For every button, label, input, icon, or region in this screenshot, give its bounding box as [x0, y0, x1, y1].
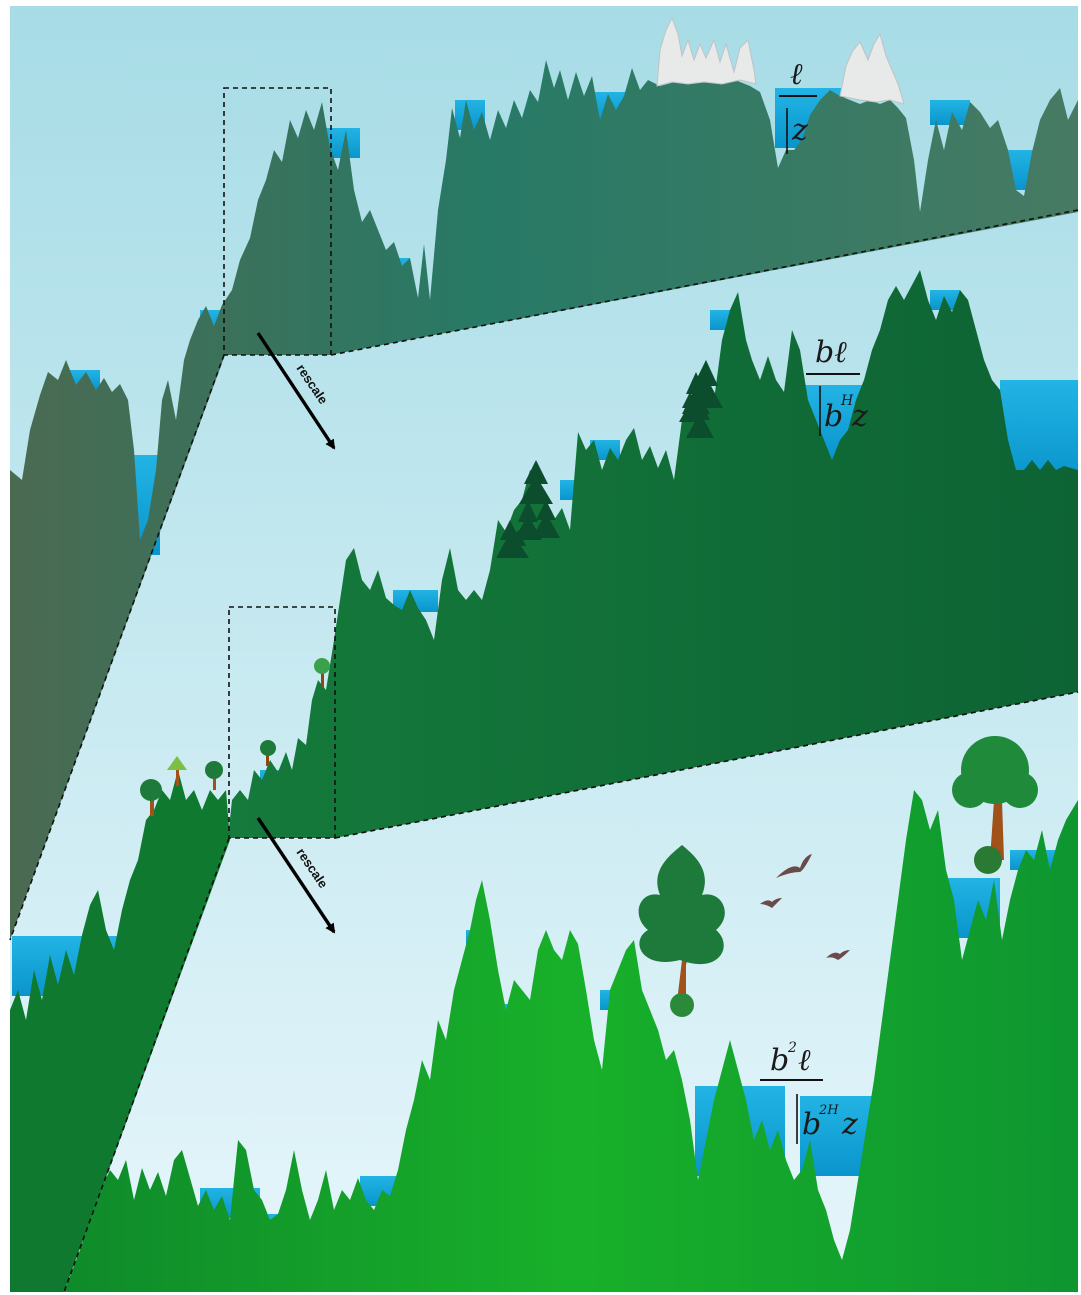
scale-label-bottom-den-sup: 2H [818, 1103, 839, 1118]
scale-label-bottom-num-sup: 2 [787, 1040, 797, 1056]
scale-label-bottom-num-base: b [770, 1043, 789, 1078]
scale-label-bottom-num-tail: ℓ [798, 1043, 811, 1078]
scale-label-middle-numerator: bℓ [815, 335, 847, 370]
scale-label-top-numerator: ℓ [790, 57, 803, 92]
scale-label-top-denominator: z [791, 113, 808, 148]
scale-label-middle-den-base2: z [851, 399, 868, 434]
scale-label-bottom-den-base2: z [841, 1107, 858, 1142]
